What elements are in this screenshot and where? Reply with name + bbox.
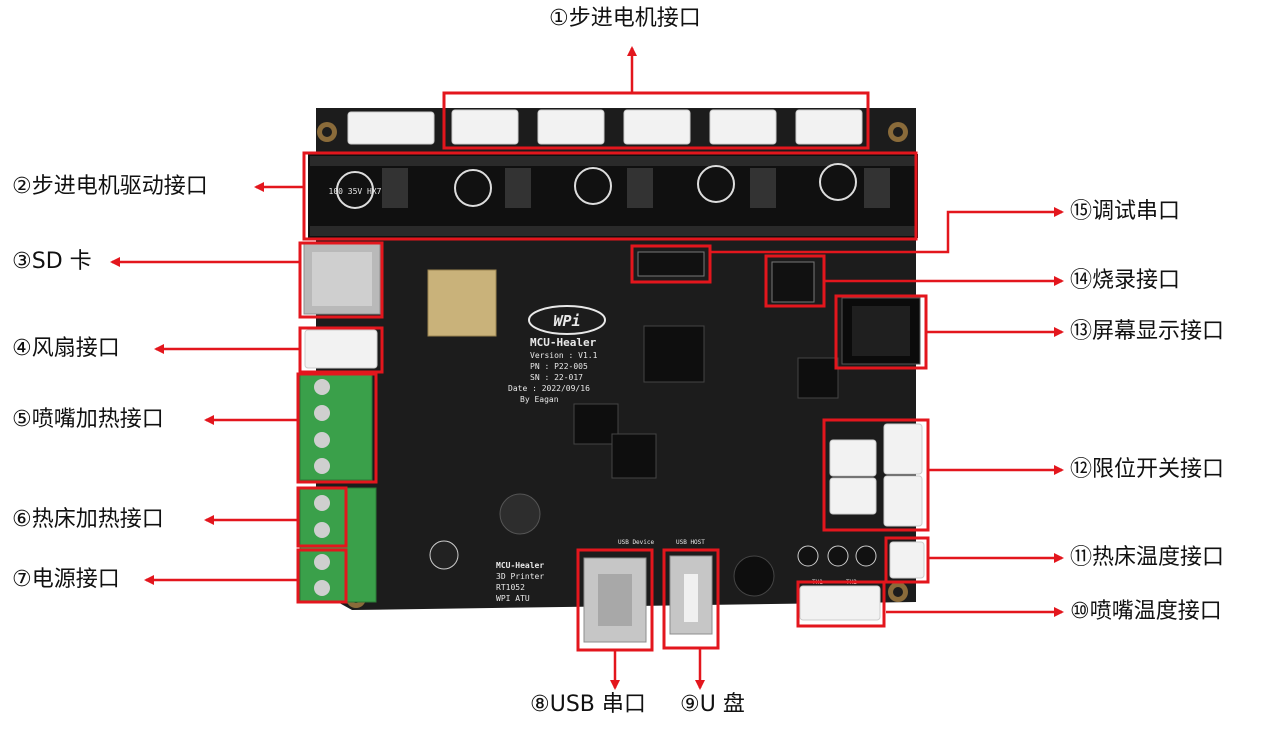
label-usb-disk: ⑨U 盘	[680, 692, 745, 717]
highlight-boxes	[296, 91, 930, 652]
box-limit-switch	[822, 418, 930, 532]
board-date: Date : 2022/09/16	[508, 384, 590, 393]
label-usb-serial: ⑧USB 串口	[530, 692, 646, 717]
nozzle-heater-terminal	[299, 373, 373, 481]
capacitor-text: 100 35V HX7	[329, 187, 382, 196]
chips	[427, 269, 839, 597]
motor-connectors	[347, 109, 863, 145]
label-fan: ④风扇接口	[12, 336, 120, 361]
box-stepper-motor	[442, 91, 870, 150]
board-bottom-line-4: WPI ATU	[496, 594, 530, 603]
debug-header	[637, 251, 705, 277]
label-nozzle-heater: ⑤喷嘴加热接口	[12, 407, 164, 432]
box-nozzle-temp	[796, 580, 886, 628]
fan-connector	[304, 329, 378, 369]
board-sn: SN : 22-017	[530, 373, 583, 382]
board-bottom-line-1: MCU-Healer	[496, 561, 544, 570]
box-sd-card	[298, 241, 384, 319]
label-program: ⑭烧录接口	[1070, 268, 1181, 293]
usb-device-port	[583, 557, 647, 643]
label-bed-heater: ⑥热床加热接口	[12, 507, 164, 532]
box-power	[296, 548, 348, 604]
board-pn: PN : P22-005	[530, 362, 588, 371]
driver-capacitors: 100 35V HX7	[329, 163, 890, 209]
box-bed-heater	[296, 486, 348, 548]
label-nozzle-temp: ⑩喷嘴温度接口	[1070, 599, 1222, 624]
usb-host-port	[669, 555, 713, 635]
board-version: Version : V1.1	[530, 351, 598, 360]
program-header	[771, 261, 815, 303]
board-by: By Eagan	[520, 395, 559, 404]
label-stepper-motor: ①步进电机接口	[549, 6, 701, 31]
usb-device-text: USB Device	[618, 539, 655, 546]
callout-arrows	[110, 46, 1064, 690]
board-bottom-line-3: RT1052	[496, 583, 525, 592]
label-sd-card: ③SD 卡	[12, 249, 92, 274]
label-limit-switch: ⑫限位开关接口	[1070, 457, 1225, 482]
label-power: ⑦电源接口	[12, 567, 120, 592]
usb-host-text: USB HOST	[676, 539, 705, 546]
box-program	[764, 254, 826, 308]
arrow-debug-serial	[711, 207, 1064, 254]
limit-switch-connectors	[829, 423, 923, 527]
board-bottom-line-2: 3D Printer	[496, 572, 544, 581]
box-usb-disk	[662, 548, 720, 650]
sd-card-slot	[303, 243, 381, 315]
box-bed-temp	[884, 536, 930, 584]
box-debug-serial	[630, 244, 712, 284]
driver-sockets	[308, 154, 918, 238]
board-logo: WPi	[553, 312, 580, 330]
box-display	[834, 294, 928, 370]
label-bed-temp: ⑪热床温度接口	[1070, 545, 1225, 570]
label-stepper-driver: ②步进电机驱动接口	[12, 174, 208, 199]
box-nozzle-heater	[296, 372, 378, 484]
label-debug-serial: ⑮调试串口	[1070, 199, 1181, 224]
box-usb-serial	[576, 548, 654, 652]
box-fan	[298, 326, 384, 374]
box-stepper-driver	[302, 151, 918, 241]
board-name: MCU-Healer	[530, 336, 597, 349]
thermistor-parts	[797, 541, 925, 621]
display-connector	[841, 297, 921, 365]
label-display: ⑬屏幕显示接口	[1070, 319, 1225, 344]
